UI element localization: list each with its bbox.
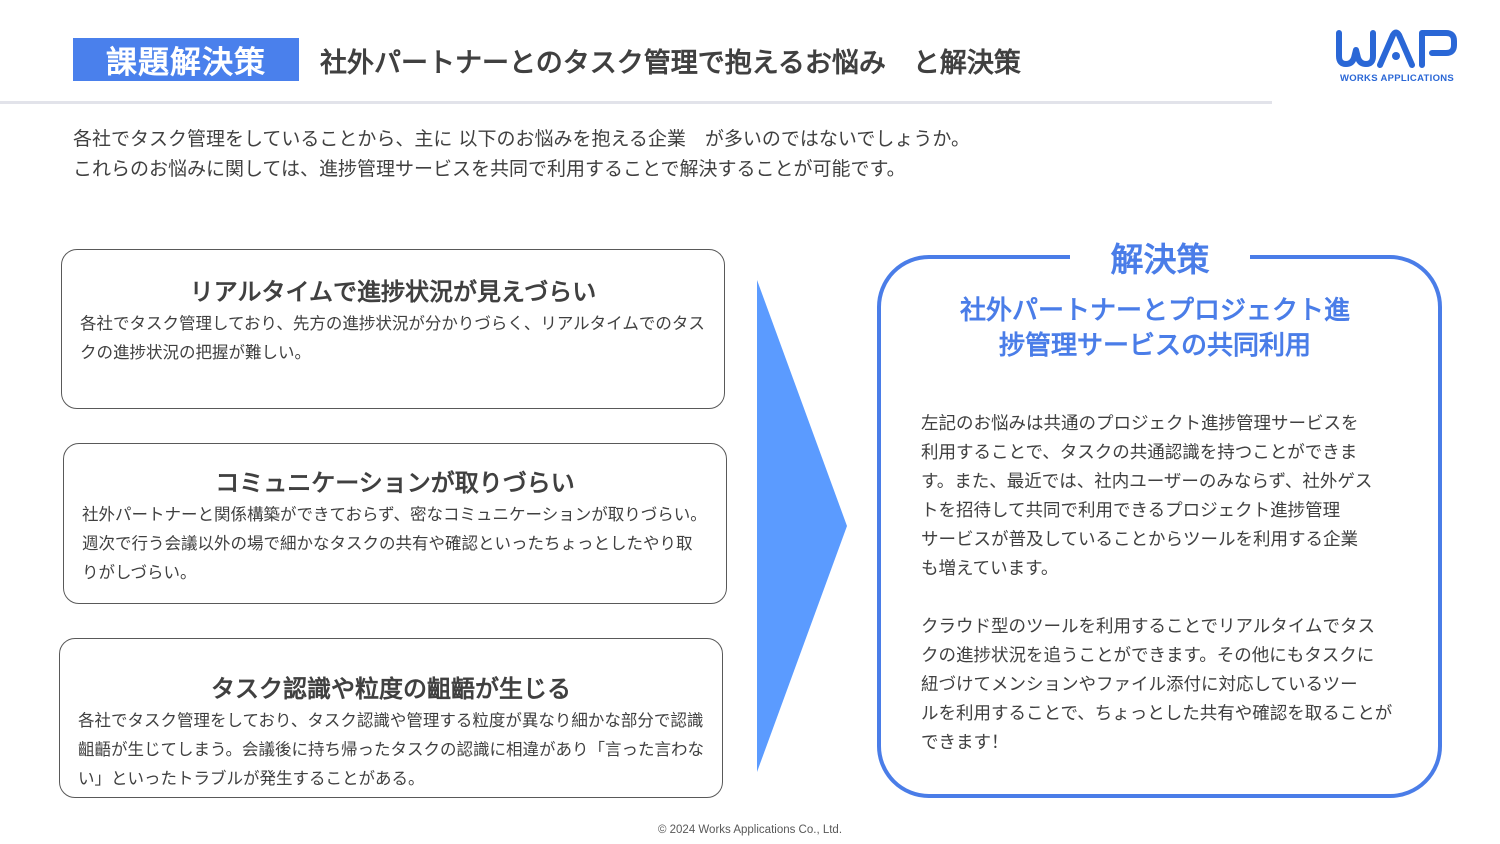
problem-description: 各社でタスク管理をしており、タスク認識や管理する粒度が異なり細かな部分で認識齟齬… — [78, 711, 705, 788]
company-logo: WORKS APPLICATIONS — [1334, 28, 1460, 86]
solution-line: できます！ — [921, 733, 1009, 753]
solution-title-line: 捗管理サービスの共同利用 — [998, 331, 1311, 361]
section-badge-label: 課題解決策 — [106, 45, 266, 81]
solution-line: 利用することで、タスクの共通認識を持つことができま — [921, 443, 1358, 463]
problem-title: コミュニケーションが取りづらい — [215, 469, 575, 497]
problem-title: リアルタイムで進捗状況が見えづらい — [189, 278, 597, 306]
intro-line: 各社でタスク管理をしていることから、主に 以下のお悩みを抱える企業 が多いのでは… — [73, 128, 970, 150]
problem-card-recognition-gap: タスク認識や粒度の齟齬が生じる 各社でタスク管理をしており、タスク認識や管理する… — [59, 638, 723, 798]
solution-line: ルを利用することで、ちょっとした共有や確認を取ることが — [921, 704, 1393, 724]
solution-line: トを招待して共同で利用できるプロジェクト進捗管理 — [921, 501, 1341, 521]
solution-paragraph-2: クラウド型のツールを利用することでリアルタイムでタス クの進捗状況を追うことがで… — [921, 613, 1421, 758]
wap-logo-icon — [1336, 29, 1457, 68]
solution-description: 左記のお悩みは共通のプロジェクト進捗管理サービスを 利用することで、タスクの共通… — [921, 410, 1421, 758]
solution-line: す。また、最近では、社内ユーザーのみならず、社外ゲス — [921, 472, 1373, 492]
section-badge: 課題解決策 — [73, 38, 299, 81]
solution-line: も増えています。 — [921, 559, 1059, 579]
intro-line: これらのお悩みに関しては、進捗管理サービスを共同で利用することで解決することが可… — [73, 158, 906, 180]
copyright-footer: © 2024 Works Applications Co., Ltd. — [657, 824, 843, 836]
solution-paragraph-1: 左記のお悩みは共通のプロジェクト進捗管理サービスを 利用することで、タスクの共通… — [921, 410, 1421, 584]
solution-title-line: 社外パートナーとプロジェクト進 — [959, 296, 1350, 326]
solution-line: サービスが普及していることからツールを利用する企業 — [921, 530, 1358, 550]
solution-line: 紐づけてメンションやファイル添付に対応しているツー — [921, 675, 1358, 695]
problem-description: 社外パートナーと関係構築ができておらず、密なコミュニケーションが取りづらい。週次… — [82, 505, 707, 582]
header-divider — [0, 101, 1272, 104]
solution-label: 解決策 — [1110, 240, 1210, 279]
chevron-right-arrow-icon — [757, 280, 847, 772]
intro-text: 各社でタスク管理をしていることから、主に 以下のお悩みを抱える企業 が多いのでは… — [73, 124, 970, 184]
solution-line: クの進捗状況を追うことができます。その他にもタスクに — [921, 646, 1375, 666]
problem-card-realtime: リアルタイムで進捗状況が見えづらい 各社でタスク管理しており、先方の進捗状況が分… — [61, 249, 725, 409]
solution-title: 社外パートナーとプロジェクト進 捗管理サービスの共同利用 — [900, 294, 1410, 364]
problem-title: タスク認識や粒度の齟齬が生じる — [211, 675, 571, 703]
solution-line: 左記のお悩みは共通のプロジェクト進捗管理サービスを — [921, 414, 1359, 434]
problem-description: 各社でタスク管理しており、先方の進捗状況が分かりづらく、リアルタイムでのタスクの… — [80, 314, 705, 362]
page-title: 社外パートナーとのタスク管理で抱えるお悩み と解決策 — [320, 47, 1021, 79]
problem-card-communication: コミュニケーションが取りづらい 社外パートナーと関係構築ができておらず、密なコミ… — [63, 443, 727, 604]
solution-line: クラウド型のツールを利用することでリアルタイムでタス — [921, 617, 1375, 637]
solution-border-gap — [1070, 248, 1250, 264]
logo-subtitle: WORKS APPLICATIONS — [1339, 73, 1455, 84]
